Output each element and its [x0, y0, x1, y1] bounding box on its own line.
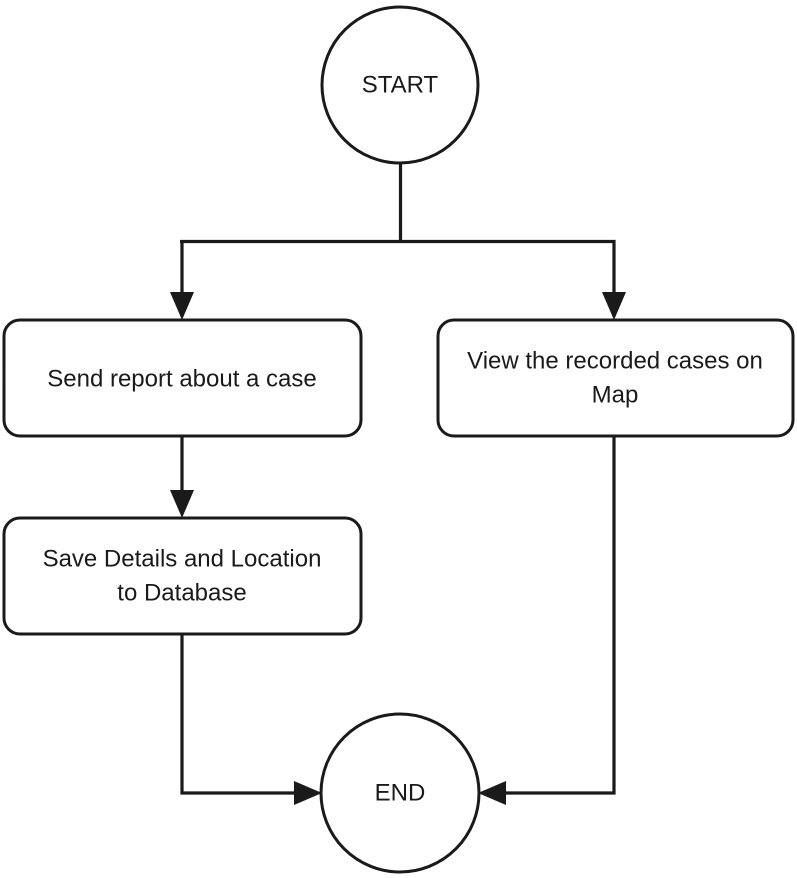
- arrow-head-down-save-details: [170, 490, 194, 518]
- arrow-head-left-end: [478, 781, 506, 805]
- node-save-details-label-line1: Save Details and Location: [43, 545, 322, 572]
- node-view-map-label-line1: View the recorded cases on: [467, 347, 763, 374]
- node-view-map[interactable]: [436, 318, 795, 438]
- arrow-head-down-send-report: [170, 292, 194, 320]
- arrow-head-down-view-map: [602, 292, 626, 320]
- node-end-label: END: [375, 779, 426, 806]
- node-save-details-label-line2: to Database: [117, 579, 246, 606]
- node-send-report-label: Send report about a case: [47, 365, 317, 392]
- edge-view-map-to-end: [493, 436, 616, 795]
- node-end[interactable]: [319, 712, 481, 874]
- node-view-map-label-line2: Map: [592, 381, 639, 408]
- node-send-report[interactable]: [2, 318, 363, 438]
- edge-save-details-to-end: [180, 634, 307, 795]
- node-start[interactable]: [320, 5, 480, 165]
- node-start-label: START: [362, 71, 439, 98]
- arrow-head-right-end: [294, 781, 322, 805]
- node-save-details[interactable]: [2, 516, 363, 636]
